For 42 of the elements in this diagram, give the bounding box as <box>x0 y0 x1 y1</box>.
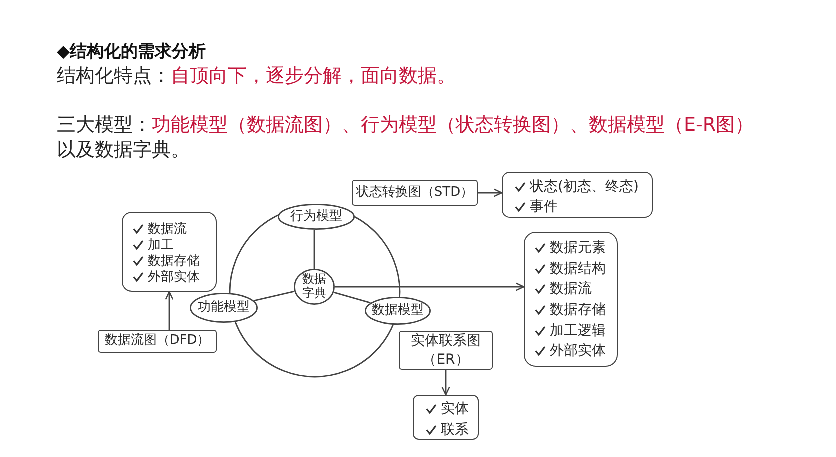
highlight-text: 功能模型（数据流图）、行为模型（状态转换图）、数据模型（E-R图） <box>152 114 754 136</box>
list-item: 联系 <box>441 420 469 438</box>
arrow <box>165 291 174 330</box>
ellipse-text: 行为模型 <box>290 210 342 224</box>
body-text: 三大模型： <box>57 114 152 136</box>
body-text: 以及数据字典。 <box>57 139 190 161</box>
connector-line <box>334 292 371 304</box>
list-item: 数据存储 <box>148 253 200 270</box>
label-box: 实体联系图（ER） <box>399 331 493 370</box>
list-item: 外部实体 <box>148 269 200 286</box>
list-item: 数据流 <box>550 280 592 298</box>
ellipse <box>294 269 335 305</box>
ellipse-text: 数据模型 <box>372 304 424 318</box>
list-item: 加工 <box>148 237 174 254</box>
list-box <box>524 232 618 367</box>
heading: ◆结构化的需求分析 <box>57 42 206 62</box>
label-box: 状态转换图（STD） <box>352 180 478 206</box>
connector-line <box>314 230 316 269</box>
list-item: 数据结构 <box>550 260 606 278</box>
ellipse <box>190 293 258 323</box>
list-item: 状态(初态、终态) <box>530 178 639 196</box>
connector-line <box>254 290 295 302</box>
list-item: 加工逻辑 <box>550 322 606 340</box>
list-item: 外部实体 <box>550 342 606 360</box>
list-box <box>122 212 217 292</box>
arrow <box>478 188 503 198</box>
ellipse <box>365 297 431 325</box>
list-item: 数据流 <box>148 221 187 238</box>
ellipse-text: 功能模型 <box>198 300 250 316</box>
list-box <box>413 395 479 440</box>
list-box <box>502 172 653 218</box>
list-item: 事件 <box>530 198 558 216</box>
list-item: 数据存储 <box>550 301 606 320</box>
label-box: 数据流图（DFD） <box>98 330 217 353</box>
ellipse-text: 数据字典 <box>302 273 328 301</box>
ellipse <box>278 204 355 230</box>
list-item: 数据元素 <box>550 239 606 258</box>
highlight-text: 自顶向下，逐步分解，面向数据。 <box>171 65 456 87</box>
arrow <box>335 282 525 292</box>
list-item: 实体 <box>441 400 469 418</box>
body-text: 结构化特点： <box>57 65 171 87</box>
arrow <box>442 370 450 396</box>
